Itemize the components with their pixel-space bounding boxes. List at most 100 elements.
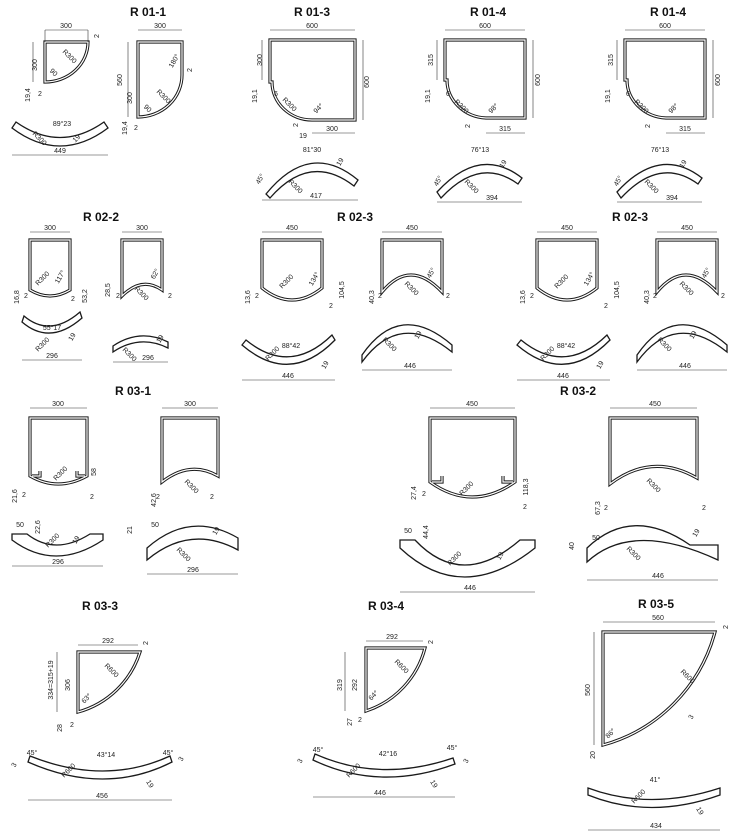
profile-r02-3-a: [241, 333, 336, 365]
dimension-label: 417: [310, 193, 322, 200]
dimension-label: 45°: [254, 172, 266, 185]
title-r03-3: R 03-3: [82, 599, 118, 613]
dimension-label: 600: [306, 23, 318, 30]
dimension-label: 19,1: [605, 89, 612, 103]
profile-r02-3-c: [516, 333, 611, 365]
dimension-label: 28: [57, 724, 64, 732]
dimension-label: 180°: [167, 53, 181, 70]
dimension-label: 2: [38, 91, 42, 98]
dimension-label: 446: [464, 585, 476, 592]
panel-r02-2-a: [28, 238, 72, 298]
title-r03-1: R 03-1: [115, 384, 151, 398]
dimension-label: 86°: [604, 727, 617, 740]
dimension-label: 22,6: [35, 520, 42, 534]
dimension-label: 292: [102, 638, 114, 645]
title-r02-2: R 02-2: [83, 210, 119, 224]
dimension-label: 394: [666, 195, 678, 202]
dimension-label: 2: [329, 303, 333, 310]
dimension-label: 89°23: [53, 120, 71, 128]
title-r03-5: R 03-5: [638, 597, 674, 611]
panel-inner-line: [137, 41, 183, 118]
dimension-label: 42°16: [379, 750, 397, 758]
dimension-label: 98°: [487, 102, 500, 115]
panel-inner-line: [77, 651, 141, 713]
dimension-label: 2: [293, 123, 300, 127]
dimension-label: R300: [643, 179, 660, 196]
dimension-label: 600: [364, 76, 371, 88]
dimension-label: 2: [168, 293, 172, 300]
dimension-label: 2: [255, 293, 259, 300]
dimension-label: 450: [406, 225, 418, 232]
panel-inner-line: [121, 239, 163, 298]
dimension-label: 450: [561, 225, 573, 232]
profile-r02-2-b: [112, 335, 169, 354]
title-r01-4-b: R 01-4: [650, 5, 686, 19]
dimension-label: R300: [403, 281, 420, 298]
panel-inner-line: [536, 239, 598, 301]
dimension-label: 600: [715, 74, 722, 86]
panel-inner-line: [602, 631, 716, 746]
dimension-label: 450: [286, 225, 298, 232]
title-r03-2: R 03-2: [560, 384, 596, 398]
dimension-label: 98°: [667, 102, 680, 115]
dimension-label: R300: [121, 347, 138, 364]
dimension-label: 2: [143, 641, 150, 645]
dimension-label: 446: [652, 573, 664, 580]
profile-r02-3-d: [636, 324, 728, 364]
dimension-label: R300: [35, 270, 52, 287]
dimension-label: 90: [142, 104, 153, 115]
dimension-label: 560: [117, 74, 124, 86]
dimension-label: 296: [187, 567, 199, 574]
dimension-label: 600: [659, 23, 671, 30]
dimension-label: 134°: [307, 271, 321, 288]
dimension-label: 44,4: [423, 525, 430, 539]
dimension-label: 3: [297, 758, 305, 765]
title-r03-4: R 03-4: [368, 599, 404, 613]
dimension-label: 600: [479, 23, 491, 30]
panel-r03-5: [601, 630, 718, 748]
dimension-label: 449: [54, 148, 66, 155]
dimension-label: 2: [604, 303, 608, 310]
dimension-label: 45°: [313, 746, 324, 754]
dimension-label: 315: [679, 126, 691, 133]
dimension-label: 2: [70, 722, 74, 729]
dimension-label: 19: [692, 528, 702, 538]
dimension-label: 19: [68, 332, 78, 342]
dimension-label: R300: [463, 179, 480, 196]
dimension-label: 19: [679, 159, 689, 169]
dimension-label: 19: [496, 551, 506, 561]
dimension-label: 2: [523, 504, 527, 511]
dimension-label: 292: [386, 634, 398, 641]
dimension-label: 67,3: [595, 501, 602, 515]
dimension-label: 40: [569, 542, 576, 550]
dimension-label: 315: [499, 126, 511, 133]
dimension-label: 19: [72, 535, 82, 545]
panel-inner-line: [161, 417, 219, 484]
dimension-label: 300: [184, 401, 196, 408]
dimension-label: 19,4: [25, 88, 32, 102]
dimension-label: 19: [428, 779, 438, 789]
dimension-label: 2: [71, 296, 75, 303]
dimension-label: 3: [688, 714, 696, 721]
dimension-label: R300: [35, 336, 52, 353]
dimension-label: R300: [656, 337, 673, 354]
dimension-label: 560: [585, 684, 592, 696]
dimension-label: 45°: [447, 744, 458, 752]
panel-r02-3-a: [260, 238, 324, 302]
panel-inner-line: [29, 239, 71, 297]
dimension-label: 13,6: [520, 290, 527, 304]
panel-r03-4: [364, 646, 428, 714]
dimension-label: 2: [94, 34, 101, 38]
dimension-label: 27: [347, 718, 354, 726]
dimension-label: 450: [649, 401, 661, 408]
dimension-label: 42,6: [151, 493, 158, 507]
dimension-label: 2: [702, 505, 706, 512]
dimension-label: R300: [287, 179, 304, 196]
dimension-label: 315: [608, 54, 615, 66]
dimension-label: 2: [187, 68, 194, 72]
dimension-label: 6: [274, 91, 278, 98]
dimension-label: 2: [530, 293, 534, 300]
panel-inner-line: [444, 39, 526, 119]
